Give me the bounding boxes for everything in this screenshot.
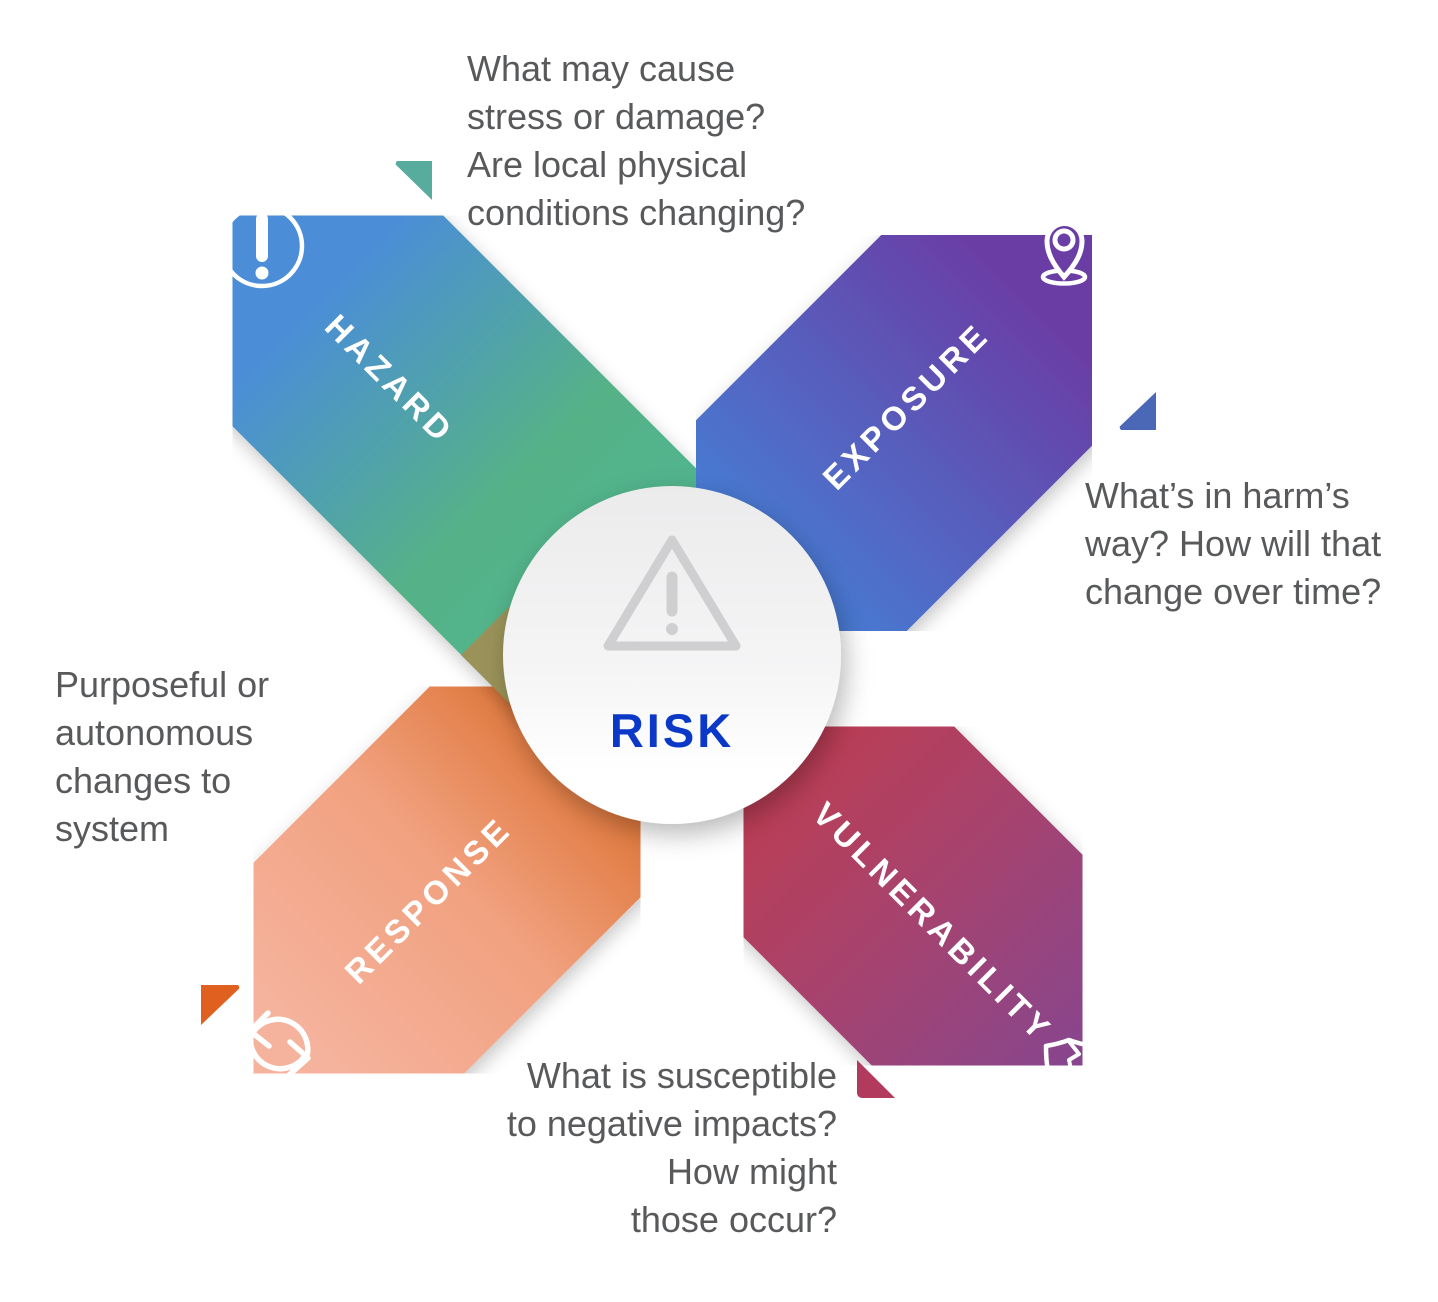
annotation-line: way? How will that	[1085, 523, 1382, 564]
hazard-annotation: What may cause stress or damage? Are loc…	[467, 45, 805, 237]
annotation-line: system	[55, 808, 170, 849]
response-arm	[169, 602, 725, 1158]
annotation-line: Purposeful or	[55, 664, 270, 705]
exposure-marker-triangle	[1119, 392, 1156, 430]
annotation-line: stress or damage?	[467, 96, 766, 137]
vulnerability-marker-triangle	[857, 1060, 895, 1098]
location-pin-icon	[1040, 221, 1088, 286]
alert-circle-icon	[219, 203, 305, 289]
annotation-line: changes to	[55, 760, 232, 801]
annotation-line: change over time?	[1085, 571, 1382, 612]
risk-circle	[503, 486, 841, 824]
broken-shield-icon	[1043, 1037, 1095, 1098]
exposure-arm	[613, 152, 1175, 714]
response-annotation: Purposeful or autonomous changes to syst…	[55, 661, 269, 853]
annotation-line: those occur?	[630, 1199, 837, 1240]
annotation-line: What is susceptible	[526, 1055, 837, 1096]
annotation-line: Are local physical	[467, 144, 748, 185]
exposure-annotation: What’s in harm’s way? How will that chan…	[1085, 472, 1381, 616]
response-marker-triangle	[201, 985, 240, 1025]
warning-triangle-icon	[603, 535, 741, 651]
vulnerability-annotation: What is susceptible to negative impacts?…	[337, 1052, 837, 1244]
annotation-line: How might	[666, 1151, 837, 1192]
sync-arrows-icon	[247, 1010, 311, 1078]
hazard-response-overlap	[461, 605, 511, 705]
annotation-line: to negative impacts?	[506, 1103, 837, 1144]
annotation-line: conditions changing?	[467, 192, 806, 233]
risk-label: RISK	[610, 704, 734, 757]
vulnerability-arm	[651, 634, 1175, 1158]
hazard-marker-triangle	[395, 161, 432, 200]
annotation-line: What’s in harm’s	[1085, 475, 1350, 516]
annotation-line: What may cause	[467, 48, 736, 89]
annotation-line: autonomous	[55, 712, 254, 753]
